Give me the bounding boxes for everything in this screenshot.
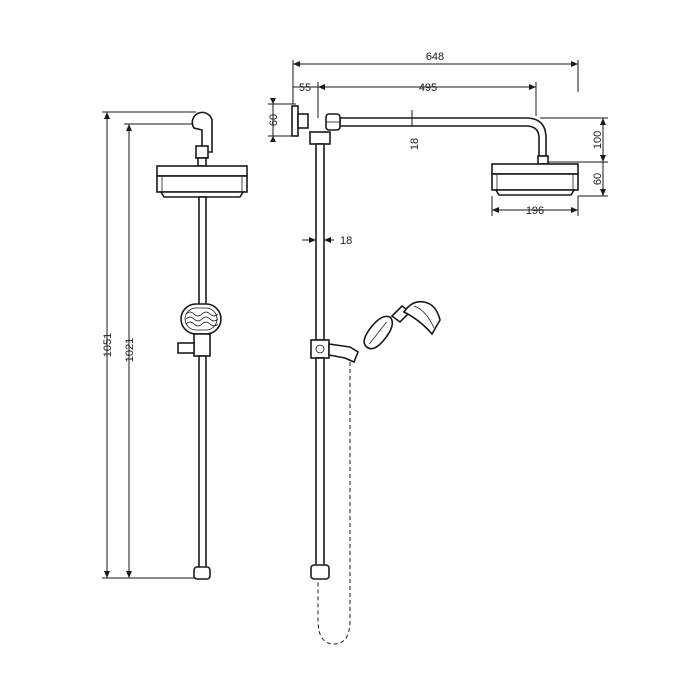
- dim-head-depth-label: 60: [592, 173, 604, 185]
- dim-bar-height: 1021: [124, 123, 196, 579]
- front-riser-upper: [198, 196, 207, 306]
- side-riser-lower: [315, 357, 325, 567]
- dim-arm-diameter-label: 18: [409, 138, 421, 150]
- front-shower-head-rose: [159, 191, 245, 198]
- front-view: 1051 1021: [102, 111, 248, 580]
- side-riser-upper: [315, 143, 325, 341]
- side-shower-head-top: [491, 163, 579, 175]
- front-bottom-nut: [193, 566, 211, 580]
- dim-arm-drop-label: 100: [592, 131, 604, 149]
- dim-bar-height-label: 1021: [124, 338, 136, 362]
- dim-arm-diameter: 18: [409, 110, 421, 150]
- front-shower-head-top: [156, 165, 248, 177]
- side-handset: [363, 300, 441, 350]
- front-elbow-nut: [195, 145, 209, 159]
- side-backplate: [291, 105, 299, 137]
- dim-arm-length-label: 495: [419, 82, 437, 94]
- front-shower-head-body: [156, 175, 248, 193]
- dim-arm-length: 495: [318, 82, 537, 116]
- dim-head-depth: 60: [578, 162, 608, 197]
- dim-projection-total-label: 648: [426, 51, 444, 63]
- dim-projection-total: 648: [292, 51, 579, 104]
- dim-overall-height: 1051: [102, 111, 196, 579]
- side-shower-arm: [339, 117, 547, 157]
- side-rail-top-fitting: [309, 131, 331, 145]
- dim-backplate-height-label: 60: [268, 114, 280, 126]
- side-wall-stub: [297, 113, 309, 129]
- front-head-stem: [197, 157, 207, 167]
- front-slide-holder: [180, 303, 222, 335]
- dim-head-diameter-label: 196: [526, 205, 544, 217]
- dim-overall-height-label: 1051: [102, 333, 114, 357]
- side-shower-head-rose: [494, 189, 576, 196]
- dim-rail-diameter: 18: [302, 235, 352, 247]
- dim-rail-diameter-label: 18: [340, 235, 352, 247]
- side-slide-bracket: [310, 339, 330, 359]
- front-slide-body: [193, 333, 211, 357]
- dim-head-diameter: 196: [491, 196, 579, 217]
- front-riser-lower: [198, 355, 207, 569]
- side-handset-head: [402, 300, 441, 336]
- side-shower-head-body: [491, 173, 579, 191]
- side-view: 648 55 495 60: [268, 51, 608, 645]
- side-handset-holder: [328, 343, 359, 364]
- dim-wall-to-bar-label: 55: [299, 82, 311, 94]
- front-wall-elbow: [191, 111, 213, 153]
- side-bottom-nut: [310, 564, 330, 580]
- side-hose: [317, 362, 351, 645]
- dim-wall-to-bar: 55: [293, 82, 319, 118]
- front-outlet-elbow: [177, 342, 195, 354]
- side-head-stem: [537, 155, 549, 165]
- dim-arm-drop: 100: [540, 117, 608, 163]
